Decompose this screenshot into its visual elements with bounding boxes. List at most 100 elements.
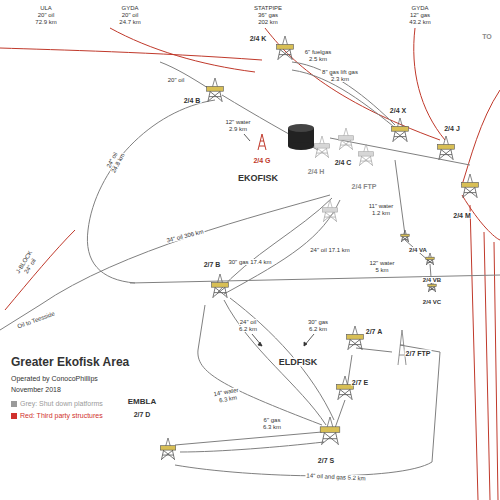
jacket-legs [208,91,222,102]
map-label: November 2018 [10,386,62,393]
map-label: 2/4 VA [408,247,428,253]
map-label: 24" oil [239,319,257,325]
wellhead-2-4-g [258,134,266,150]
map-label: 30" gas [307,319,329,325]
platform [160,438,175,460]
map-label: 24.7 km [118,19,141,25]
map-label: 6.3 km [262,424,282,430]
map-label: 2/4 J [443,125,461,132]
map-label: 2.5 km [308,56,328,62]
platform-deck [320,427,340,433]
legend-swatch [11,413,17,419]
leader-line [244,134,250,141]
derrick [398,118,403,126]
derrick [328,200,332,208]
map-label: 2/4 G [252,157,271,164]
leader-line [252,334,262,346]
platform [401,230,409,242]
platform [207,78,224,102]
map-label: 6" gas [263,417,282,423]
map-label: 2.9 km [228,126,248,132]
leader-line [304,334,314,346]
legend-text: Grey: Shut down platforms [20,400,103,407]
map-label: TO [481,33,493,40]
platform-deck [347,334,364,339]
derrick [468,174,473,182]
map-label: 2/7 A [365,328,383,335]
platform-deck [160,446,175,450]
pipeline [180,442,324,452]
map-label: 2.3 km [330,76,350,82]
tank-base [288,142,314,150]
pipeline [222,95,318,150]
map-label: 6.2 km [238,326,258,332]
ekofisk-tank [288,124,314,150]
jacket-legs [401,237,408,242]
platform-deck [277,44,294,49]
red-pipeline [494,242,498,500]
map-label: 20" oil [121,12,139,18]
red-pipeline [414,28,445,140]
jacket-legs [322,432,339,445]
pipeline [175,432,322,445]
legend-row: Grey: Shut down platforms [10,400,104,407]
pipeline [218,198,332,292]
map-label: 2/4 K [249,35,268,42]
derrick [166,438,170,446]
map-label: 2/4 VB [422,277,442,283]
shut-down-platform [358,144,373,166]
platform-deck [392,126,409,131]
red-structure [258,134,266,150]
legend-text: Red: Third party structures [20,412,103,419]
platform-deck [314,144,329,148]
map-label: 2/4 X [389,107,407,114]
tank-top [288,124,314,132]
platform [392,118,409,142]
platform-deck [338,136,353,140]
jacket-legs [428,287,435,292]
jacket-legs [339,140,352,150]
red-pipeline [110,28,255,72]
platform-deck [358,152,373,156]
pipeline [198,305,322,425]
pipeline [87,100,215,283]
flare-tower [398,330,406,365]
red-pipeline [470,205,478,500]
pipeline [335,400,345,428]
derrick [429,253,431,257]
map-label: GYDA [410,5,429,11]
arrowhead [258,342,262,346]
map-label: 2/7 B [203,261,222,268]
jacket-legs [278,49,292,60]
shut-down-platform [314,136,329,158]
map-label: Operated by ConocoPhillips [10,375,99,382]
jacket-legs [463,187,477,198]
map-label: 2/7 S [317,457,335,464]
map-label: ULA [39,5,53,11]
map-label: 1.2 km [371,210,391,216]
jacket-legs [426,260,433,265]
map-label: 2/7 E [351,379,369,386]
map-label: EKOFISK [237,174,279,183]
derrick [343,376,348,384]
map-label: 202 km [257,19,279,25]
map-label: GYDA [120,5,139,11]
shut-down-platform [322,200,337,222]
platform [438,136,455,160]
map-label: 2/7 FTP [405,350,432,357]
map-label: 12" water [368,260,395,266]
derrick [283,36,288,44]
platform-deck [322,208,337,212]
platform-deck [401,234,409,236]
platforms [160,36,478,460]
red-pipeline [462,90,500,185]
map-label: 2/4 VC [422,299,442,305]
map-label: 6" fuelgas [304,49,332,55]
jacket-legs [161,450,174,460]
jacket-legs [315,148,328,158]
map-label: 20" oil [37,12,55,18]
derrick [364,144,368,152]
pipelines [0,62,500,476]
shut-down-platform [338,128,353,150]
map-label: 2/7 D [133,411,152,418]
